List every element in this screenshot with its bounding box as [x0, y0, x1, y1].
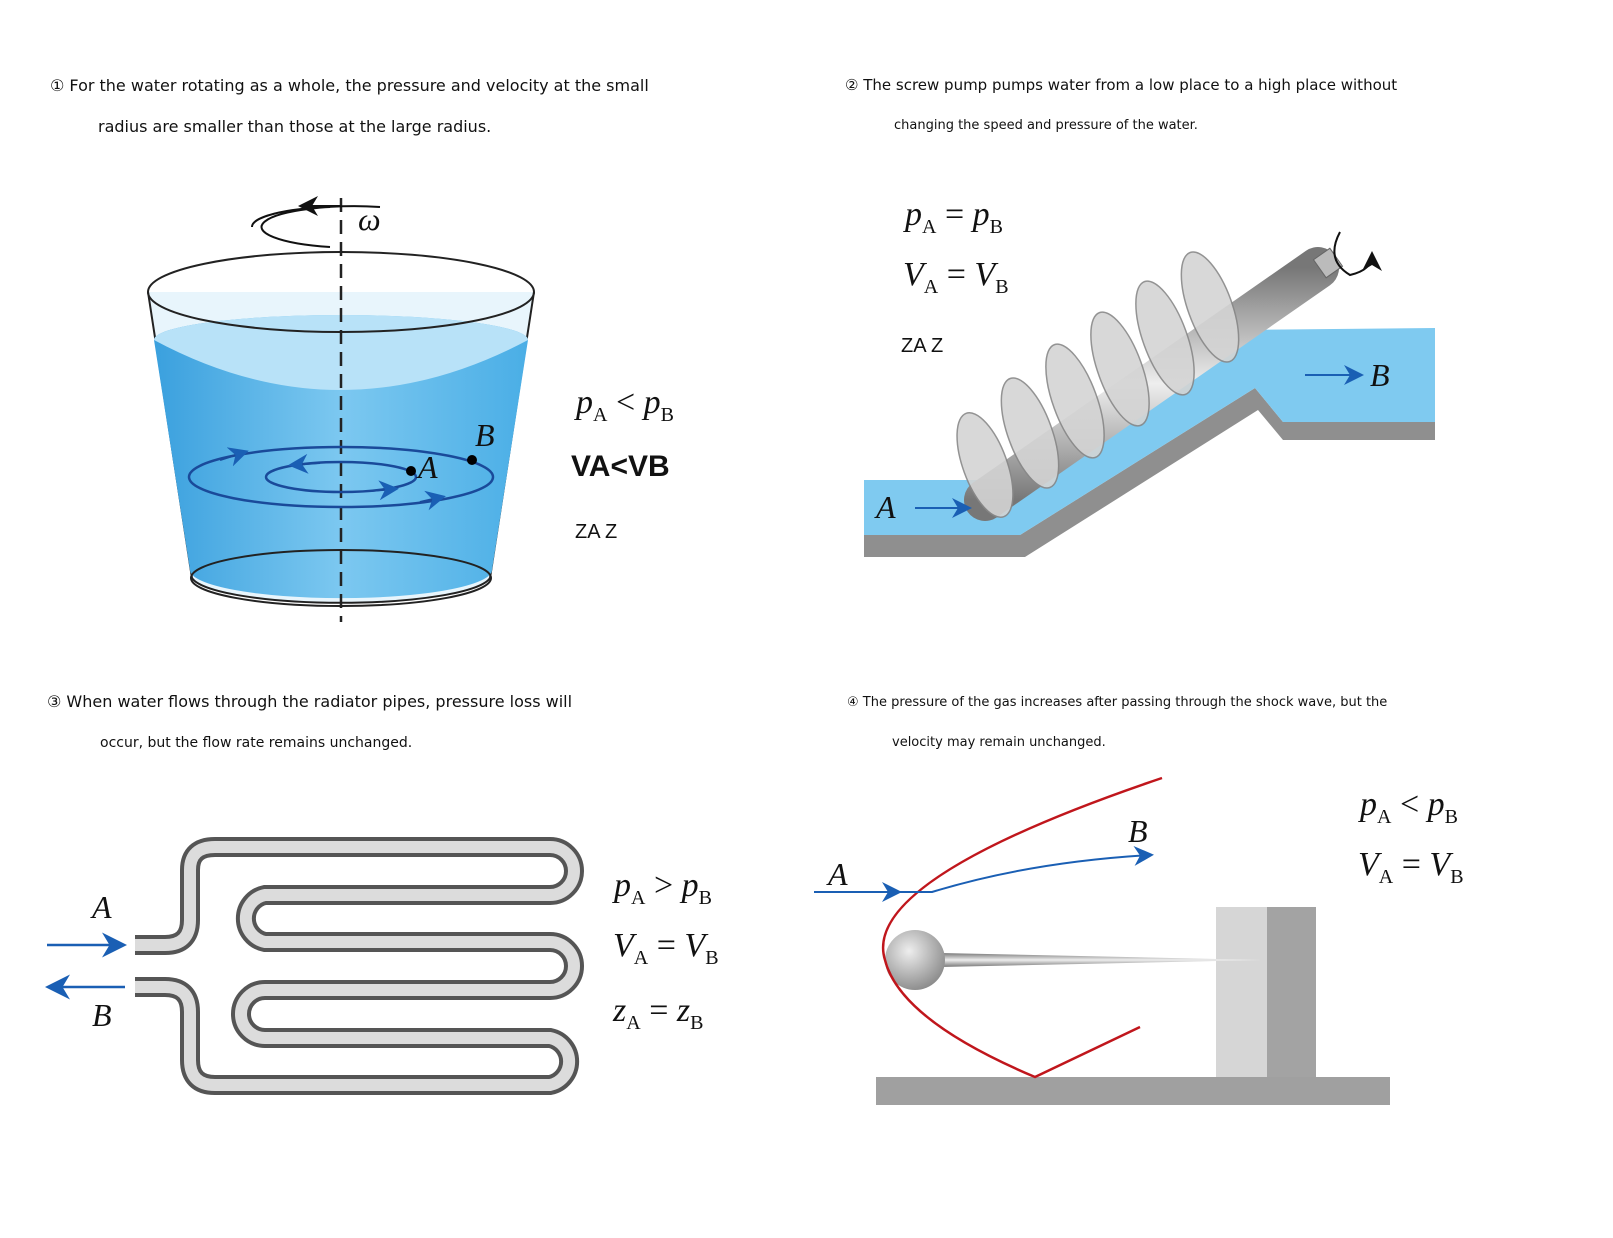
label-a: A [826, 856, 848, 892]
caption-2-line2: changing the speed and pressure of the w… [894, 118, 1198, 133]
equation-height-2: ZA Z [901, 335, 944, 357]
screw-pump-figure: A B [864, 231, 1435, 557]
label-a: A [416, 449, 438, 485]
equation-velocity-2: VA = VB [903, 256, 1009, 298]
equation-velocity-1: VA<VB [571, 450, 670, 483]
equation-pressure-3: pA > pB [614, 867, 712, 909]
point-a [406, 466, 416, 476]
rotating-bucket-figure: ω A B [147, 196, 535, 622]
equation-pressure-1: pA < pB [576, 384, 674, 426]
radiator-pipes-figure: A B [45, 837, 584, 1095]
equation-pressure-2: pA = pB [905, 196, 1003, 238]
equation-height-1: ZA Z [575, 521, 618, 543]
caption-1-line1: ① For the water rotating as a whole, the… [50, 76, 649, 95]
equation-height-3: zA = zB [613, 992, 704, 1034]
caption-3-line1: ③ When water flows through the radiator … [47, 692, 573, 711]
caption-4-line2: velocity may remain unchanged. [892, 735, 1106, 750]
equation-pressure-4: pA < pB [1360, 786, 1458, 828]
label-b: B [92, 997, 112, 1033]
caption-1-line2: radius are smaller than those at the lar… [98, 117, 492, 136]
equation-velocity-3: VA = VB [613, 927, 719, 969]
shock-wave-figure: A B [814, 776, 1390, 1105]
label-b: B [1128, 813, 1148, 849]
equation-velocity-4: VA = VB [1358, 846, 1464, 888]
caption-3-line2: occur, but the flow rate remains unchang… [100, 735, 413, 751]
label-a: A [90, 889, 112, 925]
caption-2-line1: ② The screw pump pumps water from a low … [845, 76, 1398, 94]
label-a: A [874, 489, 896, 525]
label-b: B [1370, 357, 1390, 393]
label-b: B [475, 417, 495, 453]
point-b [467, 455, 477, 465]
omega-label: ω [358, 201, 381, 237]
caption-4-line1: ④ The pressure of the gas increases afte… [847, 695, 1388, 710]
